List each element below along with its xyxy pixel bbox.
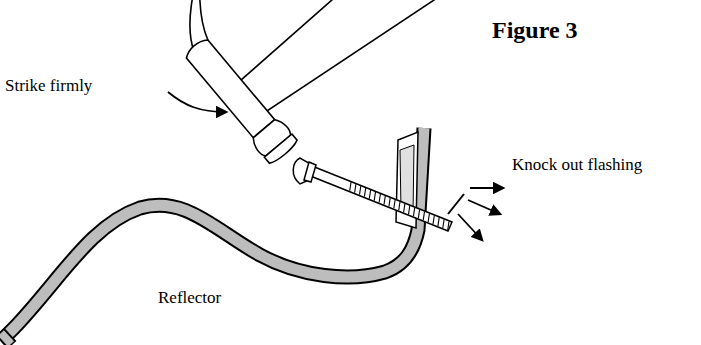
thread — [423, 212, 424, 221]
figure-title: Figure 3 — [492, 16, 578, 45]
thread — [389, 198, 390, 207]
thread — [364, 188, 365, 197]
thread — [438, 217, 439, 226]
action-label: Strike firmly — [5, 76, 92, 96]
flashing-arrow — [458, 214, 482, 240]
thread — [399, 202, 400, 211]
thread — [394, 200, 395, 209]
thread — [413, 208, 414, 217]
thread — [409, 206, 410, 215]
hammer — [138, 0, 485, 166]
thread — [374, 192, 375, 201]
thread — [369, 190, 370, 199]
thread — [360, 186, 361, 195]
thread — [428, 214, 429, 223]
reflector-end-fill — [1, 333, 11, 344]
thread — [384, 196, 385, 205]
reflector-body — [4, 128, 424, 338]
flashing-arrow — [468, 200, 500, 214]
strike-arrow — [168, 92, 226, 112]
flashing — [448, 194, 464, 214]
action-label: Knock out flashing — [512, 155, 642, 175]
thread — [443, 219, 444, 228]
thread — [418, 210, 419, 219]
thread — [355, 184, 356, 193]
thread — [379, 194, 380, 203]
thread — [350, 182, 351, 191]
thread — [448, 221, 449, 230]
thread — [433, 215, 434, 224]
reflector-outline — [4, 128, 424, 338]
part-name: Reflector — [158, 288, 221, 308]
flashing-arrow — [470, 187, 503, 189]
thread — [404, 204, 405, 213]
bolt — [293, 158, 452, 231]
reflector-end — [0, 332, 12, 345]
